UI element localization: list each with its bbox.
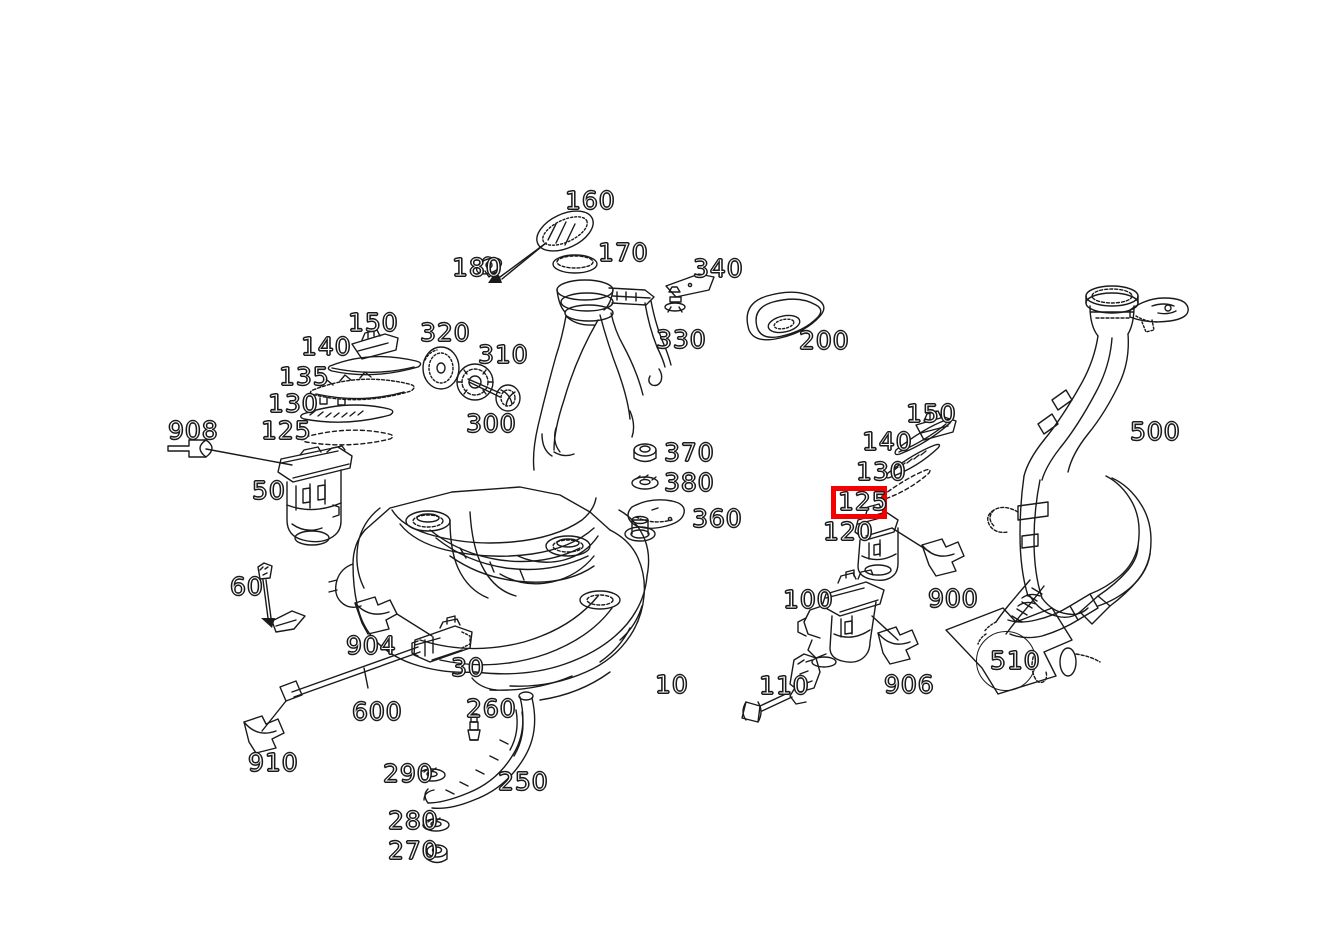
part-label-320: 320: [419, 318, 471, 347]
part-label-50: 50: [251, 476, 286, 505]
part-290-washer: [418, 767, 446, 782]
part-label-140-left: 140: [300, 332, 352, 361]
part-280-washer: [422, 817, 450, 832]
callout-circle-510: [976, 631, 1036, 691]
part-label-200: 200: [798, 326, 850, 355]
part-260-pin: [467, 713, 481, 741]
part-label-10: 10: [654, 670, 689, 699]
part-label-900: 900: [927, 584, 979, 613]
part-label-330: 330: [655, 325, 707, 354]
part-140-right-strip: [894, 418, 952, 456]
part-label-290: 290: [382, 759, 434, 788]
part-904-callout-flag: [354, 596, 433, 637]
part-label-170: 170: [597, 238, 649, 267]
part-140-left-strip: [327, 355, 422, 376]
part-150-left-clamp: [351, 329, 399, 360]
part-320-disc: [422, 346, 460, 390]
part-label-360: 360: [691, 504, 743, 533]
part-label-120: 120: [822, 517, 874, 546]
part-60-bracket: [257, 562, 306, 633]
part-label-500: 500: [1129, 417, 1181, 446]
part-label-904: 904: [345, 631, 397, 660]
part-label-140-right: 140: [861, 427, 913, 456]
part-label-150-right: 150: [905, 399, 957, 428]
part-label-130-right: 130: [855, 457, 907, 486]
part-label-300: 300: [465, 409, 517, 438]
part-label-100: 100: [782, 585, 834, 614]
part-360-cover: [627, 499, 685, 530]
part-170-ring: [552, 254, 598, 274]
part-label-60: 60: [229, 572, 264, 601]
part-label-910: 910: [247, 748, 299, 777]
part-330-valve: [664, 286, 686, 313]
part-500-filler-neck: [987, 285, 1189, 639]
part-label-260: 260: [465, 694, 517, 723]
part-30-connector: [411, 615, 473, 663]
part-370-nut: [633, 443, 657, 463]
part-300-shaft: [467, 378, 521, 412]
part-10-fuel-tank: [328, 486, 656, 701]
part-label-280: 280: [387, 806, 439, 835]
part-160-strainer: [488, 210, 594, 283]
part-250-strap: [423, 691, 536, 810]
part-50-pump-module: [277, 445, 353, 546]
part-270-nut: [426, 844, 448, 864]
part-135-left-rail: [309, 371, 415, 406]
part-label-340: 340: [692, 254, 744, 283]
part-180-valve: [475, 256, 503, 278]
part-150-right-clamp: [915, 410, 957, 441]
part-908-callout-tag: [167, 439, 293, 466]
part-900-callout-flag: [921, 538, 965, 577]
part-label-250: 250: [497, 767, 549, 796]
part-100-pump-module: [797, 569, 899, 668]
part-600-wire: [261, 646, 421, 732]
part-125-left-seal: [302, 429, 394, 446]
part-110-bracket: [741, 653, 821, 723]
part-label-135-left: 135: [278, 362, 330, 391]
part-label-600: 600: [351, 697, 403, 726]
filler-pipe-center: [532, 279, 672, 471]
part-340-cover: [665, 273, 715, 298]
part-label-150-left: 150: [347, 308, 399, 337]
part-label-510: 510: [989, 646, 1041, 675]
part-label-908: 908: [167, 416, 219, 445]
part-label-125-right: 125: [837, 487, 889, 516]
part-130-left-strip: [300, 404, 394, 423]
part-label-30: 30: [450, 653, 485, 682]
part-label-130-left: 130: [267, 389, 319, 418]
part-200-gasket: [746, 291, 825, 341]
part-130-right-strip: [885, 443, 941, 479]
part-906-callout-flag: [877, 626, 919, 665]
part-label-125-left: 125: [260, 416, 312, 445]
part-380-washer: [631, 474, 659, 490]
part-label-270: 270: [387, 836, 439, 865]
part-label-180: 180: [451, 253, 503, 282]
part-label-160: 160: [564, 186, 616, 215]
part-label-370: 370: [663, 438, 715, 467]
part-label-380: 380: [663, 468, 715, 497]
part-label-110: 110: [758, 671, 810, 700]
part-label-310: 310: [477, 340, 529, 369]
part-label-906: 906: [883, 670, 935, 699]
part-910-callout-flag: [243, 715, 285, 754]
